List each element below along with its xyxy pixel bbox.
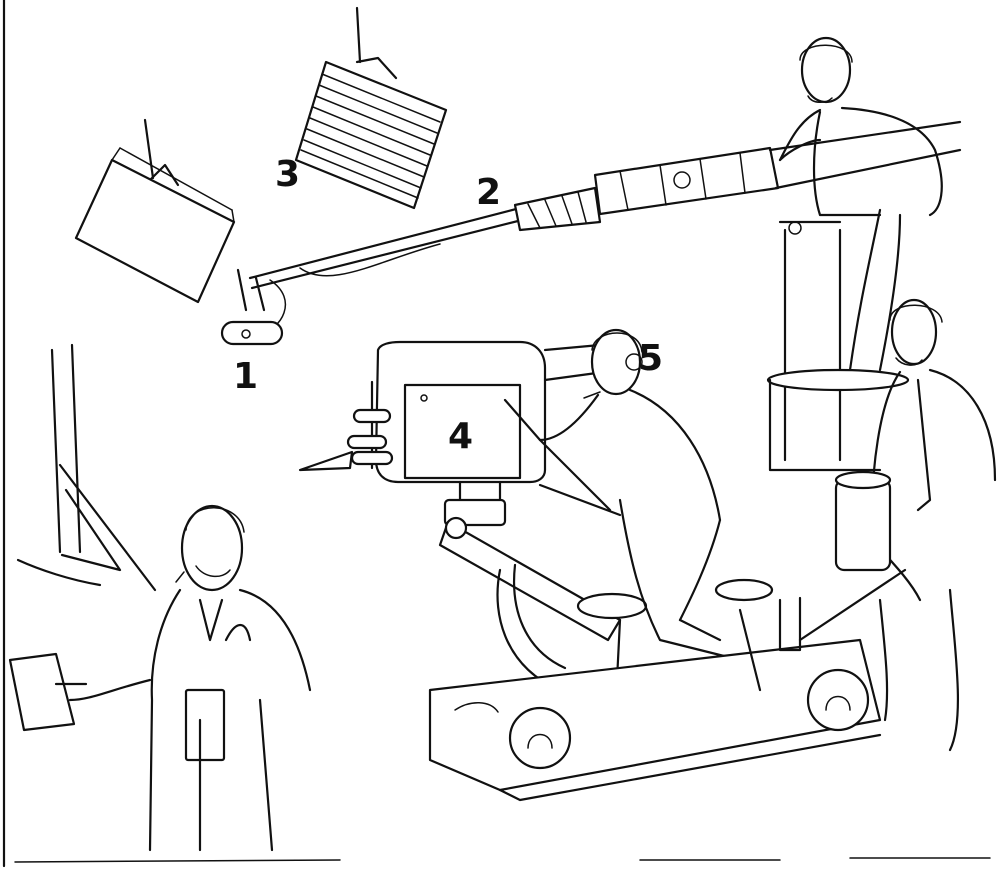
- callout-2: 2: [476, 172, 501, 213]
- callout-1: 1: [233, 356, 258, 397]
- camera-dolly: [430, 570, 905, 800]
- callout-5: 5: [638, 338, 663, 379]
- callout-3: 3: [275, 154, 300, 195]
- canister: [836, 472, 890, 570]
- stage-scenery: [18, 345, 155, 590]
- callout-4: 4: [448, 416, 473, 457]
- hanging-light-louvered: [296, 8, 446, 208]
- boom-pedestal: [768, 222, 908, 470]
- floor-director: [10, 506, 310, 850]
- hanging-light-left: [76, 120, 234, 302]
